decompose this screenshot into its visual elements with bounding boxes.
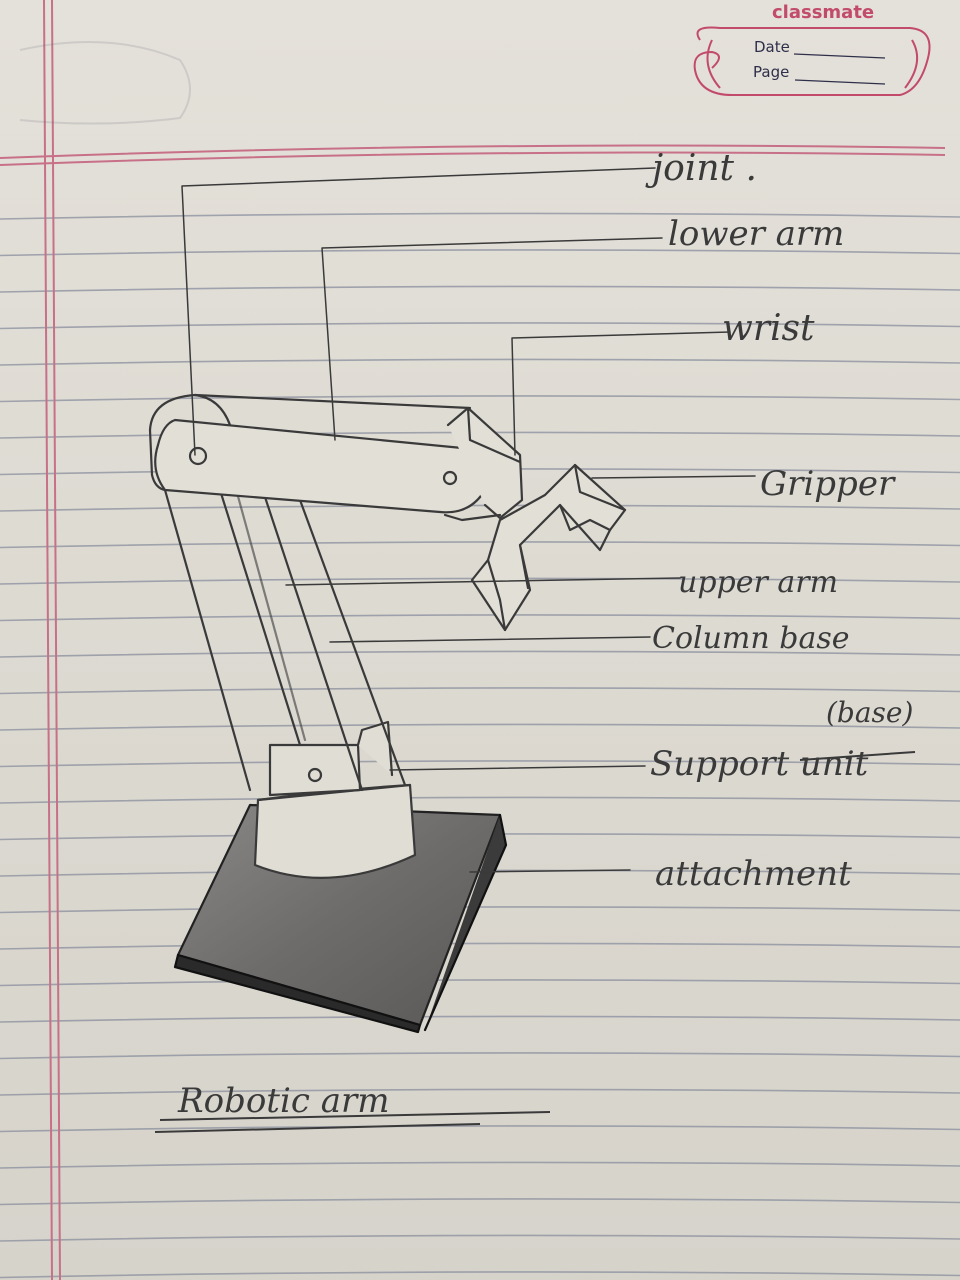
- label-upper-arm: upper arm: [678, 565, 838, 600]
- robotic-arm-drawing: [150, 168, 755, 1032]
- ruled-line: [0, 1199, 960, 1205]
- ruled-line: [0, 688, 960, 694]
- label-column-base: Column base: [652, 621, 849, 656]
- left-margin-line: [44, 0, 60, 1280]
- ruled-line: [0, 1016, 960, 1022]
- title-block: Robotic arm: [155, 1081, 550, 1132]
- ruled-line: [0, 542, 960, 548]
- lower-arm: [150, 395, 487, 512]
- labels: joint . lower arm wrist Gripper upper ar…: [645, 148, 915, 894]
- ruled-line: [0, 943, 960, 949]
- label-joint: joint .: [645, 148, 757, 189]
- ruled-line: [0, 286, 960, 292]
- ruled-line: [0, 615, 960, 621]
- ruled-line: [0, 1272, 960, 1278]
- ruled-line: [0, 724, 960, 730]
- notebook-header-logo: classmate Date Page: [695, 2, 930, 95]
- label-support-unit: Support unit: [650, 744, 869, 784]
- ruled-line: [0, 1053, 960, 1059]
- label-lower-arm: lower arm: [668, 214, 844, 254]
- ruled-line: [0, 359, 960, 365]
- label-base-note: (base): [826, 696, 913, 729]
- label-wrist: wrist: [722, 308, 815, 349]
- ruled-line: [0, 396, 960, 402]
- label-gripper: Gripper: [760, 464, 896, 504]
- header-rule: [0, 146, 945, 165]
- ruled-line: [0, 1126, 960, 1132]
- ruled-line: [0, 1089, 960, 1095]
- ruled-line: [0, 323, 960, 329]
- brand-name: classmate: [772, 2, 874, 23]
- date-label: Date: [754, 38, 790, 56]
- page-label: Page: [753, 63, 789, 81]
- ruled-line: [0, 505, 960, 511]
- ruled-line: [0, 907, 960, 913]
- ruled-line: [0, 1162, 960, 1168]
- ruled-line: [0, 797, 960, 803]
- ruled-line: [0, 980, 960, 986]
- label-attachment: attachment: [655, 854, 852, 894]
- ruled-line: [0, 1235, 960, 1241]
